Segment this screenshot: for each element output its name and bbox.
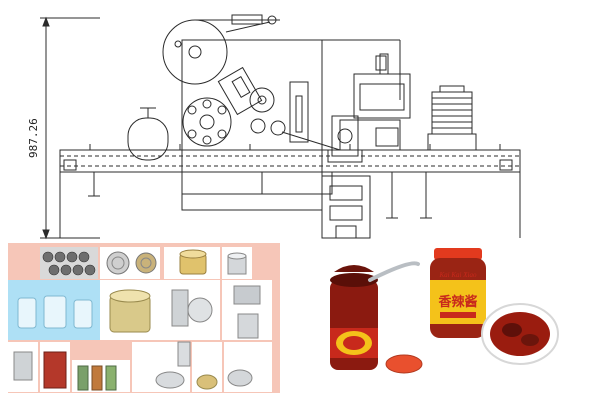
jar-product-name: 香辣酱 (437, 294, 477, 310)
control-unit (327, 53, 411, 163)
roller-assembly (182, 66, 341, 151)
chili-sauce-photo: Kai Kai Xiao 香辣酱 (330, 248, 559, 374)
labeled-jar: Kai Kai Xiao 香辣酱 (430, 248, 486, 338)
small-dish (385, 354, 423, 374)
label-reel (162, 14, 280, 85)
open-jar (330, 261, 420, 370)
drive-motor (427, 85, 477, 151)
sensor-cylinder (127, 107, 169, 161)
dimension-line (40, 16, 100, 240)
machine-frame (59, 171, 521, 239)
dimension-label: 987.26 (27, 118, 40, 158)
container-collage (8, 243, 280, 393)
machine-drawing (40, 14, 521, 240)
jar-brand-text: Kai Kai Xiao (439, 271, 477, 279)
sauce-bowl (481, 303, 559, 365)
